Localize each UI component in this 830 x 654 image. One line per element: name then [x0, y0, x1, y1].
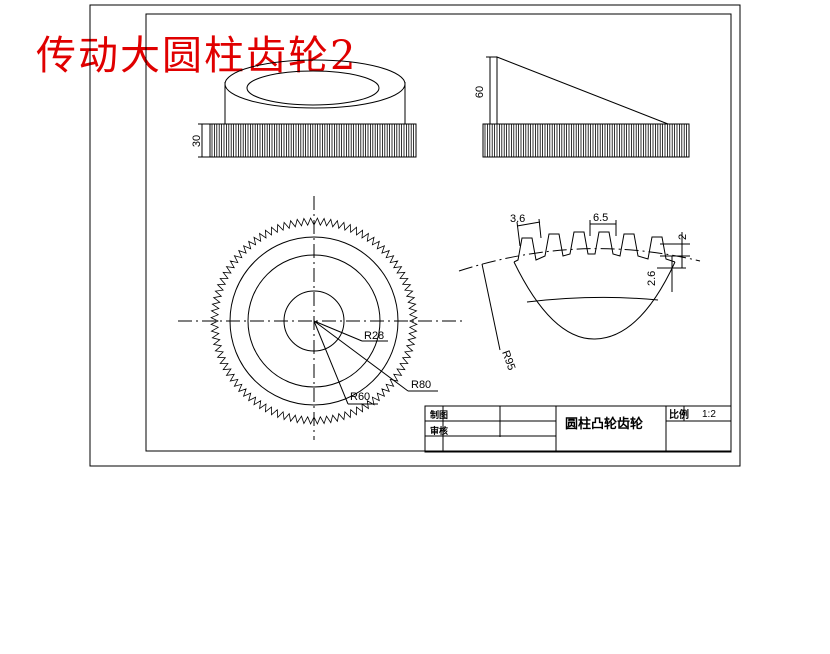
hub-circle — [247, 254, 381, 388]
title-block-drawn-label: 制图 — [430, 409, 448, 420]
title-block-scale-value: 1:2 — [702, 409, 716, 420]
title-block-part-name: 圆柱凸轮齿轮 — [565, 416, 643, 431]
leader-hub — [313, 320, 349, 405]
title-block-scale-label: 比例 — [669, 408, 689, 421]
cylinder-view: 30 — [191, 59, 417, 158]
wedge-view: 60 — [474, 56, 690, 158]
detail-inner-arc — [526, 296, 659, 303]
wedge-teeth — [484, 124, 687, 157]
leader-pitch-radius — [481, 263, 501, 351]
dim-wedge-label: 60 — [474, 86, 486, 98]
detail-teeth-outline — [513, 231, 676, 263]
dim-hub-label: R60 — [350, 391, 370, 403]
dim-pitch-radius-label: R95 — [499, 349, 517, 372]
dim-tooth-pitch-label: 6.5 — [593, 212, 608, 224]
detail-body-arc — [513, 261, 676, 340]
leader-rim — [313, 320, 409, 392]
title-block: 制图 审核 圆柱凸轮齿轮 比例 1:2 — [424, 405, 732, 453]
cylinder-bore-ellipse — [246, 70, 380, 106]
dim-tooth-width-label: 3.6 — [510, 213, 525, 225]
dim-thickness-label: 30 — [191, 135, 203, 147]
pitch-arc — [458, 248, 701, 272]
inner-frame — [145, 13, 732, 452]
dim-addendum-label: 2 — [677, 234, 689, 240]
title-block-checked-label: 审核 — [430, 425, 448, 436]
leader-bore — [313, 320, 363, 342]
rim-circle — [229, 236, 399, 406]
dim-line-tooth-width — [516, 221, 541, 227]
tooth-detail-view: 3.6 6.5 2 2.6 R95 — [458, 212, 701, 372]
dim-dedendum-label: 2.6 — [646, 271, 658, 286]
dim-rim-label: R80 — [411, 379, 431, 391]
gear-front-view: R28 R60 R80 — [178, 196, 462, 440]
wedge-profile — [496, 56, 669, 125]
cylinder-teeth — [211, 124, 415, 157]
outer-frame — [89, 4, 741, 467]
bore-circle — [283, 290, 345, 352]
dim-bore-label: R28 — [364, 330, 384, 342]
cylinder-top-ellipse — [224, 59, 406, 109]
